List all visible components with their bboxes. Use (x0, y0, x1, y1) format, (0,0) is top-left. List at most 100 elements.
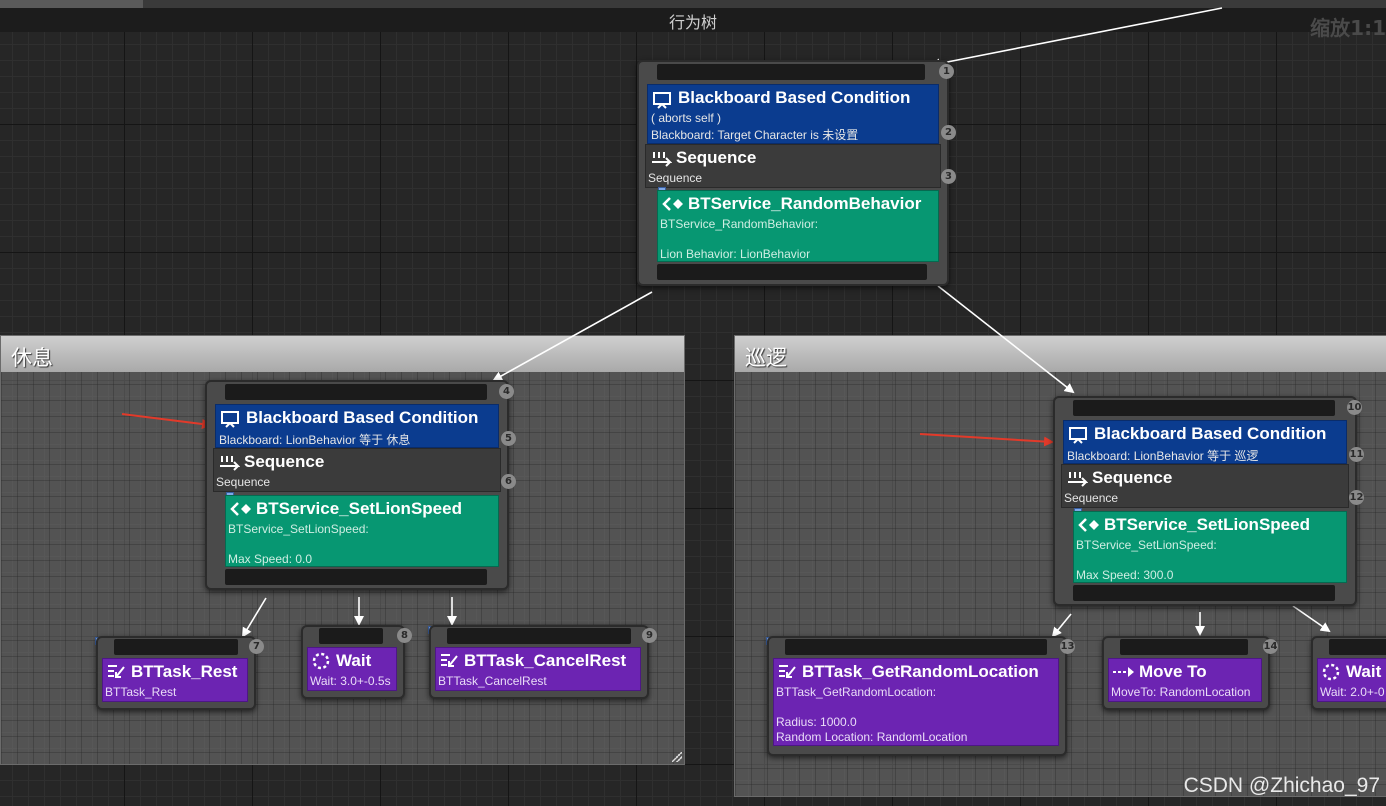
task-body[interactable]: Wait Wait: 2.0+-0 (1317, 658, 1386, 702)
task-title: Wait (1346, 662, 1382, 681)
decorator-blackboard-condition[interactable]: Blackboard Based Condition ( aborts self… (647, 84, 939, 144)
composite-sequence[interactable]: Sequence Sequence (645, 144, 941, 188)
sequence-icon (220, 456, 240, 471)
service-description: BTService_SetLionSpeed: (1076, 538, 1217, 552)
service-property: Lion Behavior: LionBehavior (660, 247, 811, 261)
decorator-title: Blackboard Based Condition (246, 408, 479, 427)
watermark: CSDN @Zhichao_97 (1183, 774, 1380, 797)
service-set-lion-speed[interactable]: BTService_SetLionSpeed BTService_SetLion… (1073, 511, 1347, 583)
service-property: Max Speed: 0.0 (228, 552, 313, 566)
root-sequence-node[interactable]: 1 Blackboard Based Condition ( aborts se… (637, 60, 956, 286)
task-title: BTTask_CancelRest (464, 651, 627, 670)
task-title: BTTask_GetRandomLocation (802, 662, 1039, 681)
comment-title: 休息 (11, 346, 53, 370)
task-body[interactable]: BTTask_GetRandomLocation BTTask_GetRando… (773, 658, 1059, 746)
output-pin[interactable] (657, 264, 927, 280)
zoom-level: 缩放1:1 (1310, 16, 1386, 40)
input-pin[interactable] (319, 628, 383, 644)
input-pin[interactable] (1329, 639, 1386, 655)
task-description: BTTask_CancelRest (438, 674, 547, 688)
task-property-radius: Radius: 1000.0 (776, 715, 857, 729)
decorator-title: Blackboard Based Condition (678, 88, 911, 107)
wait-icon (312, 652, 330, 670)
task-property-location: Random Location: RandomLocation (776, 730, 968, 744)
move-to-icon (1113, 667, 1134, 677)
condition-icon (653, 92, 671, 109)
task-body[interactable]: Wait Wait: 3.0+-0.5s (307, 647, 397, 691)
comment-title: 巡逻 (745, 346, 787, 370)
execution-order-badge: 8 (397, 628, 412, 643)
composite-sequence[interactable]: Sequence Sequence (1061, 464, 1349, 508)
comment-header[interactable]: 巡逻 (735, 336, 1386, 372)
composite-sequence[interactable]: Sequence Sequence (213, 448, 501, 492)
decorator-description: Blackboard: LionBehavior 等于 巡逻 (1067, 449, 1259, 463)
output-pin[interactable] (225, 569, 487, 585)
input-pin[interactable] (1120, 639, 1248, 655)
task-description: Wait: 2.0+-0 (1320, 685, 1385, 699)
task-node-wait[interactable]: 8 Wait Wait: 3.0+-0.5s (301, 625, 412, 699)
comment-header[interactable]: 休息 (1, 336, 684, 372)
input-pin[interactable] (225, 384, 487, 400)
task-title: Wait (336, 651, 372, 670)
task-body[interactable]: BTTask_Rest BTTask_Rest (102, 658, 248, 702)
sequence-icon (652, 152, 672, 167)
decorator-title: Blackboard Based Condition (1094, 424, 1327, 443)
condition-icon (1069, 427, 1087, 444)
task-node-wait-patrol[interactable]: Wait Wait: 2.0+-0 (1311, 636, 1386, 710)
service-title: BTService_SetLionSpeed (1104, 515, 1310, 534)
composite-title: Sequence (244, 452, 325, 471)
input-pin[interactable] (447, 628, 631, 644)
decorator-abort-mode: ( aborts self ) (651, 111, 722, 125)
execution-order-badge: 7 (249, 639, 264, 654)
execution-order-badge: 2 (941, 125, 956, 140)
composite-subtitle: Sequence (1064, 491, 1119, 505)
output-pin[interactable] (1073, 585, 1335, 601)
editor-tab-strip (0, 0, 1386, 8)
input-pin[interactable] (114, 639, 238, 655)
task-node-get-random-location[interactable]: 13 BTTask_GetRandomLocation BTTask_GetRa… (767, 636, 1075, 756)
execution-order-badge: 1 (939, 64, 954, 79)
task-description: MoveTo: RandomLocation (1111, 685, 1251, 699)
execution-order-badge: 11 (1349, 447, 1364, 462)
active-tab-highlight[interactable] (0, 0, 143, 8)
execution-order-badge: 3 (941, 169, 956, 184)
rest-sequence-node[interactable]: 4 Blackboard Based Condition Blackboard:… (205, 380, 516, 590)
execution-order-badge: 13 (1060, 639, 1075, 654)
resize-handle-icon[interactable] (672, 752, 682, 762)
execution-order-badge: 5 (501, 431, 516, 446)
task-node-move-to[interactable]: 14 Move To MoveTo: RandomLocation (1102, 636, 1278, 710)
service-icon (662, 197, 683, 211)
decorator-description: Blackboard: LionBehavior 等于 休息 (219, 433, 411, 447)
decorator-blackboard-condition[interactable]: Blackboard Based Condition Blackboard: L… (1063, 420, 1347, 464)
composite-subtitle: Sequence (648, 171, 703, 185)
execution-order-badge: 12 (1349, 490, 1364, 505)
service-set-lion-speed[interactable]: BTService_SetLionSpeed BTService_SetLion… (225, 495, 499, 567)
input-pin[interactable] (657, 64, 925, 80)
input-pin[interactable] (785, 639, 1047, 655)
service-description: BTService_SetLionSpeed: (228, 522, 369, 536)
service-title: BTService_SetLionSpeed (256, 499, 462, 518)
task-icon (779, 665, 796, 678)
execution-order-badge: 4 (499, 384, 514, 399)
service-description: BTService_RandomBehavior: (660, 217, 819, 231)
patrol-sequence-node[interactable]: 10 Blackboard Based Condition Blackboard… (1053, 396, 1364, 606)
composite-title: Sequence (676, 148, 757, 167)
task-icon (441, 654, 458, 667)
task-body[interactable]: BTTask_CancelRest BTTask_CancelRest (435, 647, 641, 691)
graph-title: 行为树 (668, 13, 717, 32)
service-random-behavior[interactable]: BTService_RandomBehavior BTService_Rando… (657, 190, 939, 262)
task-node-rest[interactable]: 7 BTTask_Rest BTTask_Rest (96, 636, 264, 710)
execution-order-badge: 6 (501, 474, 516, 489)
task-icon (108, 665, 125, 678)
task-node-cancel-rest[interactable]: 9 BTTask_CancelRest BTTask_CancelRest (429, 625, 657, 699)
task-body[interactable]: Move To MoveTo: RandomLocation (1108, 658, 1262, 702)
decorator-blackboard-condition[interactable]: Blackboard Based Condition Blackboard: L… (215, 404, 499, 448)
service-property: Max Speed: 300.0 (1076, 568, 1174, 582)
condition-icon (221, 411, 239, 428)
execution-order-badge: 10 (1347, 400, 1362, 415)
service-icon (1078, 518, 1099, 532)
execution-order-badge: 9 (642, 628, 657, 643)
service-icon (230, 502, 251, 516)
task-title: BTTask_Rest (131, 662, 238, 681)
input-pin[interactable] (1073, 400, 1335, 416)
